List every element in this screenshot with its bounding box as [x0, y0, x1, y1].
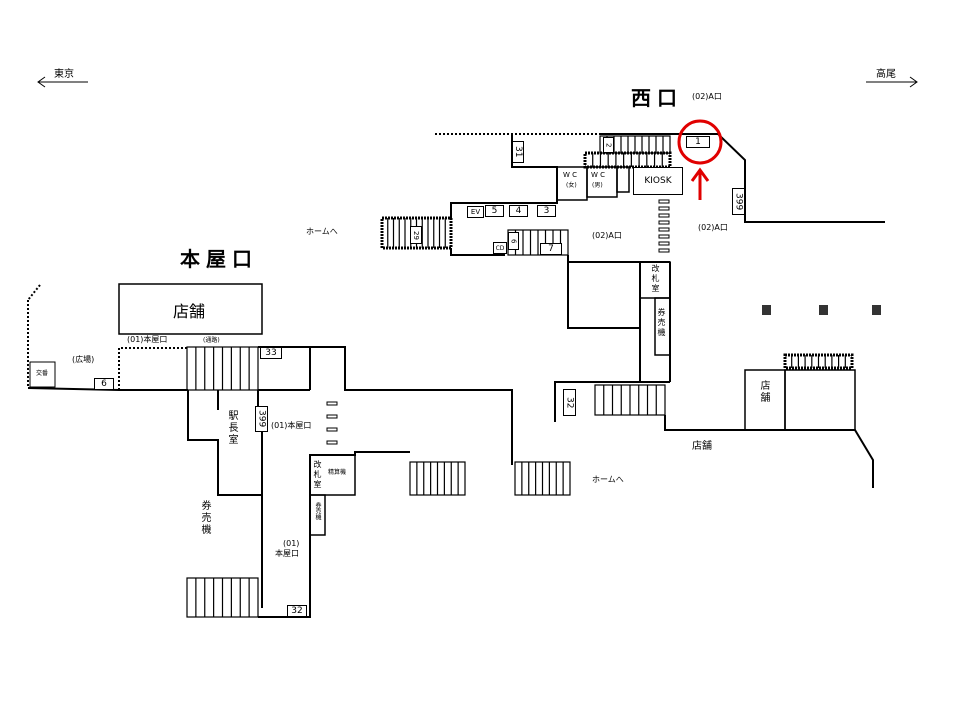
staircase: [380, 216, 453, 250]
sign-number: 2: [604, 142, 613, 148]
west-exit-title: 西口: [631, 86, 683, 110]
sign-number: 3: [543, 206, 550, 216]
floor-marking: [326, 414, 338, 419]
label: ホームへ: [592, 475, 624, 484]
staircase: [783, 353, 854, 370]
sign-32: 32: [563, 389, 576, 416]
sign-399-honya: 399: [255, 406, 268, 432]
ev-label: EV: [470, 208, 481, 216]
direction-takao: 高尾: [876, 69, 896, 80]
sign-number: 33: [265, 348, 277, 358]
floor-marking: [326, 401, 338, 406]
sign-number: 31: [513, 146, 523, 158]
floor-marking: [326, 427, 338, 432]
ticket-gate-label: 改札室: [651, 264, 660, 294]
staircase: [409, 461, 466, 496]
sign-number: 32: [291, 606, 303, 616]
sign-29: 29: [410, 226, 422, 244]
label: ホームへ: [306, 227, 338, 236]
label: (02)A口: [692, 92, 722, 101]
staircase: [594, 384, 666, 416]
floor-marking: [658, 227, 670, 232]
floor-marking: [658, 241, 670, 246]
sign-5: 5: [485, 205, 504, 217]
sign-6: 6: [508, 232, 519, 250]
floor-marking: [326, 440, 338, 445]
sign-32-honya: 32: [287, 605, 307, 617]
shop-label: 店舗: [692, 441, 712, 452]
sign-number: 399: [733, 192, 744, 211]
sign-number: 5: [491, 206, 498, 216]
floor-marking: [658, 220, 670, 225]
label: (02)A口: [698, 223, 728, 232]
label: (広場): [72, 355, 95, 364]
honya-exit-title: 本屋口: [180, 247, 258, 271]
shop-label: 店舗: [173, 302, 206, 321]
ticket-gate-label: 改札室: [313, 460, 322, 490]
floor-marking: [658, 206, 670, 211]
staircase: [186, 346, 259, 391]
label: (男): [592, 182, 603, 189]
label: (通路): [203, 337, 220, 344]
wc-women-label: W C: [563, 171, 578, 179]
direction-tokyo: 東京: [54, 69, 74, 80]
sign-399: 399: [732, 188, 745, 215]
sign-3: 3: [537, 205, 556, 217]
label: (01)本屋口: [127, 335, 168, 344]
sign-number: 1: [695, 137, 701, 147]
sign-number: 7: [548, 244, 554, 254]
staircase: [514, 461, 571, 496]
wc-men-label: W C: [591, 171, 606, 179]
staircase: [186, 577, 259, 618]
sign-number: 6: [101, 379, 107, 389]
floor-marking: [658, 248, 670, 253]
stationmaster-room-label: 駅長室: [226, 410, 237, 446]
bollard-icons: [762, 305, 881, 315]
shop-label: 店舗: [758, 380, 769, 404]
sign-1: 1: [686, 136, 710, 148]
arrow-takao-icon: [866, 76, 918, 88]
sign-number: 4: [515, 206, 522, 216]
sign-4: 4: [509, 205, 528, 217]
label: (01): [283, 539, 300, 548]
floor-marking: [658, 213, 670, 218]
fare-adjustment-label: 精算機: [328, 469, 347, 476]
sign-33: 33: [260, 347, 282, 359]
cd-machine: CD: [493, 242, 507, 254]
sign-2: 2: [603, 137, 614, 153]
kiosk-label: KIOSK: [644, 176, 672, 186]
sign-number: 29: [412, 230, 420, 240]
cd-label: CD: [495, 244, 505, 252]
elevator: EV: [467, 206, 484, 218]
sign-number: 6: [509, 238, 518, 244]
label: 本屋口: [275, 549, 299, 558]
floor-marking: [658, 234, 670, 239]
kiosk: KIOSK: [633, 167, 683, 195]
staircase: [583, 151, 672, 169]
ticket-machine-label: 券売機: [314, 502, 321, 520]
sign-31: 31: [512, 141, 524, 163]
arrow-tokyo-icon: [37, 76, 88, 88]
label: (女): [566, 182, 577, 189]
label: (02)A口: [592, 231, 622, 240]
sign-6-plaza: 6: [94, 378, 114, 390]
highlight-marker: [677, 119, 723, 200]
sign-7: 7: [540, 243, 562, 255]
koban-label: 交番: [36, 370, 49, 377]
sign-number: 399: [256, 410, 267, 428]
ticket-machine-label: 券売機: [199, 500, 210, 536]
floor-marking: [658, 199, 670, 204]
sign-number: 32: [564, 396, 575, 409]
ticket-machine-label: 券売機: [657, 308, 666, 338]
label: (01)本屋口: [271, 421, 312, 430]
